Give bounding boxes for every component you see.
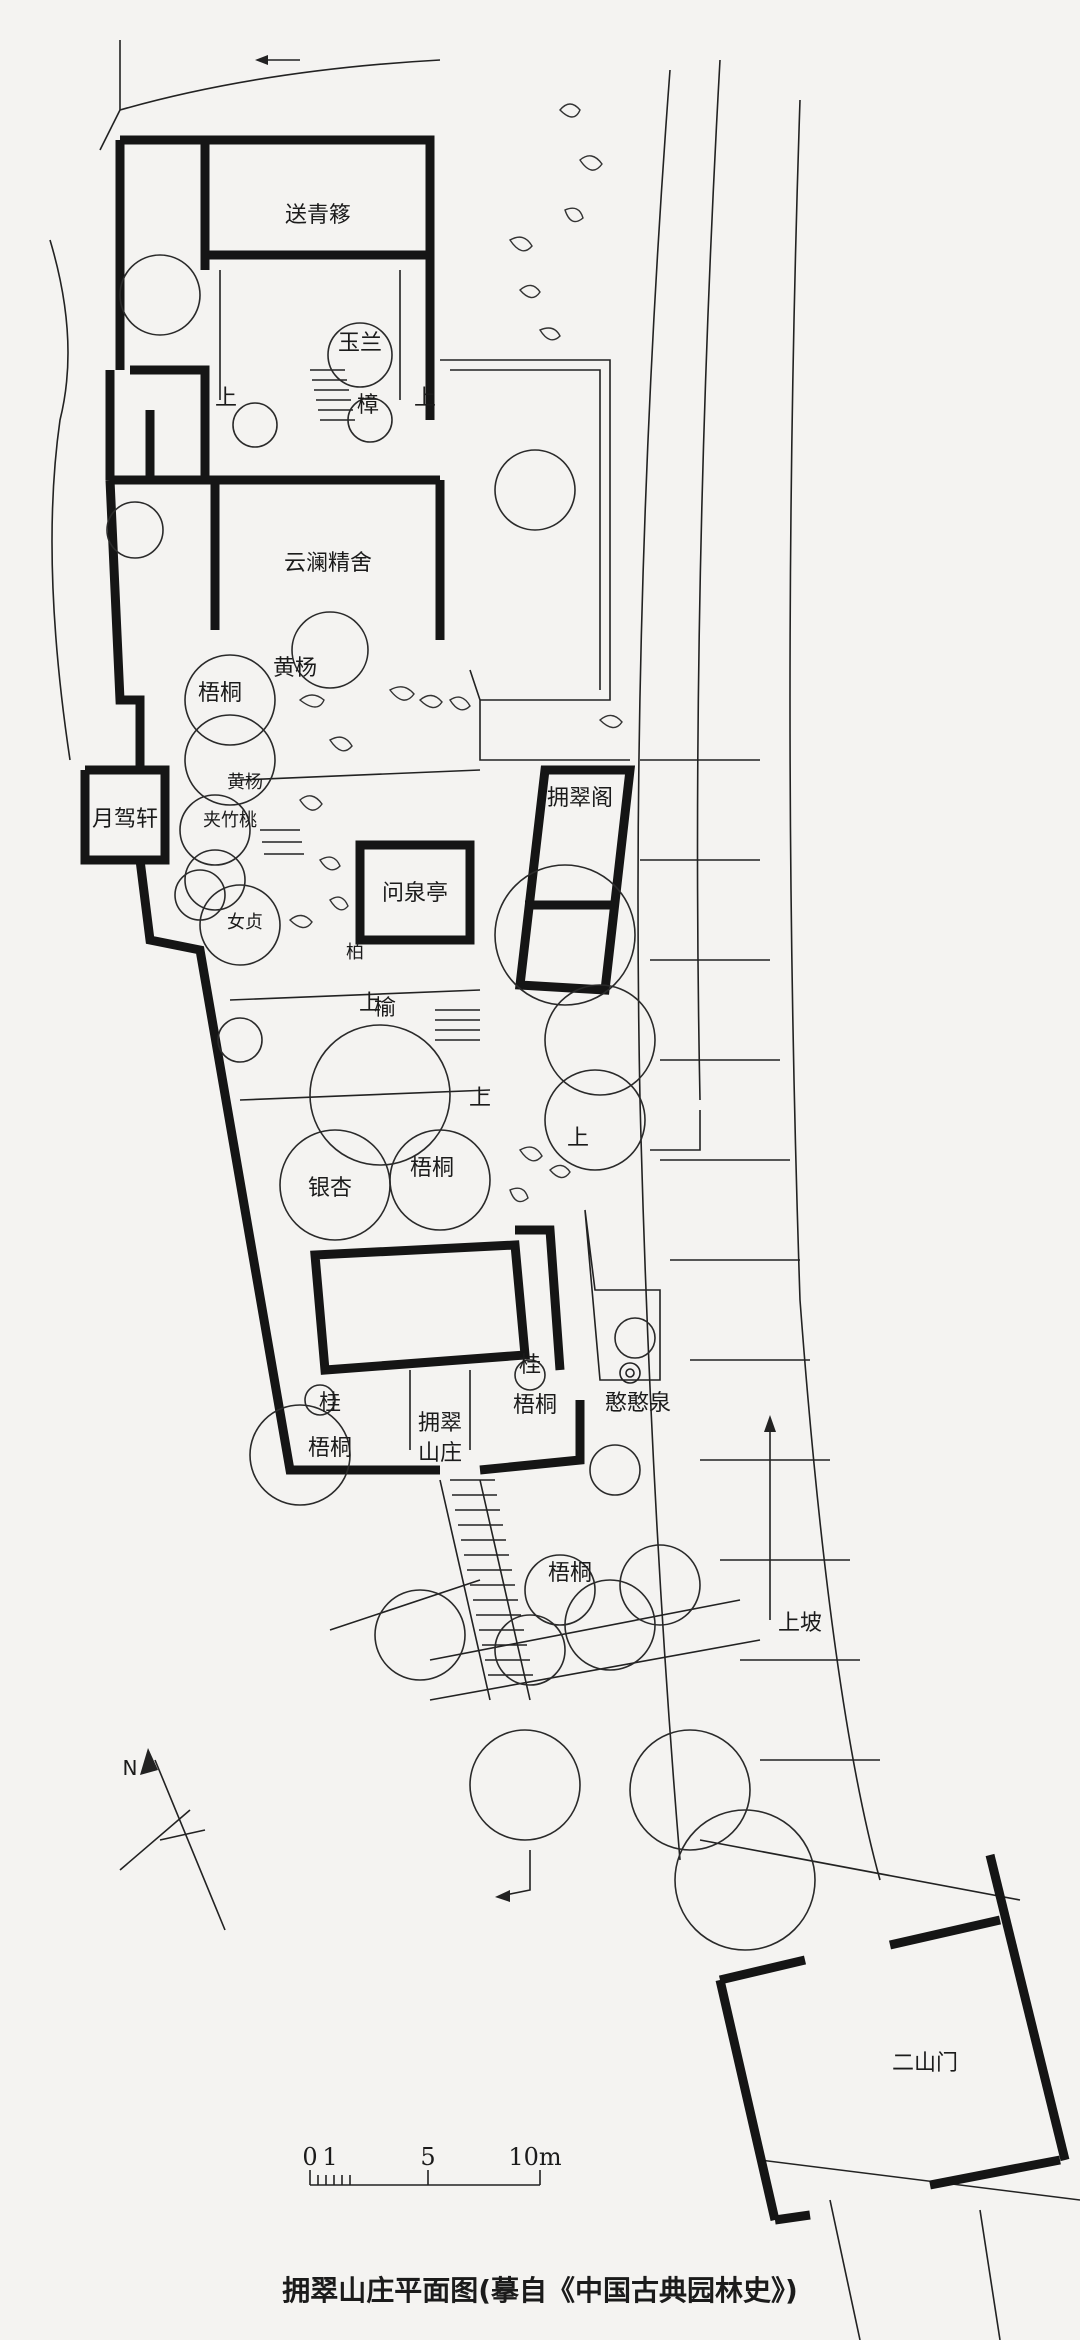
- label-huangyang-1: 黄杨: [273, 656, 317, 681]
- figure-caption: 拥翠山庄平面图(摹自《中国古典园林史》): [282, 2274, 798, 2307]
- label-wutong-4: 梧桐: [513, 1393, 557, 1418]
- tree: [469, 1729, 581, 1841]
- tree: [629, 1729, 751, 1851]
- scale-tick-1: 1: [322, 2143, 337, 2171]
- label-gui-2: 桂: [519, 1353, 541, 1378]
- tree: [347, 397, 393, 443]
- tree: [327, 322, 393, 388]
- tree: [232, 402, 278, 448]
- rockery: [288, 103, 623, 1203]
- label-gui-1: 桂: [319, 1391, 341, 1416]
- label-shang-3: 上: [359, 991, 381, 1016]
- tree: [374, 1589, 466, 1681]
- label-huangyang-2: 黄杨: [227, 772, 263, 793]
- label-yongcui-shanzhuang-2: 山庄: [418, 1441, 462, 1466]
- tree: [514, 1359, 546, 1391]
- terraces: [219, 270, 661, 1701]
- tree: [494, 449, 576, 531]
- label-yongcui-shanzhuang-1: 拥翠: [418, 1411, 462, 1436]
- label-wutong-3: 梧桐: [308, 1436, 352, 1461]
- label-yinxing: 银杏: [308, 1176, 352, 1201]
- tree: [589, 1444, 641, 1496]
- north-arrow: N: [119, 1748, 226, 1931]
- tree: [494, 1614, 566, 1686]
- tree: [184, 714, 276, 806]
- tree: [174, 869, 226, 921]
- label-ershanmen: 二山门: [892, 2051, 958, 2076]
- north-label: N: [123, 1756, 138, 1780]
- tree: [674, 1809, 816, 1951]
- tree: [544, 1069, 646, 1171]
- scale-tick-0: 0: [302, 2143, 317, 2171]
- label-songqingyi: 送青簃: [285, 203, 351, 228]
- label-wutong-1: 梧桐: [198, 681, 242, 706]
- label-yulan: 玉兰: [338, 331, 382, 356]
- tree: [291, 611, 369, 689]
- label-shang-4: 上: [469, 1086, 491, 1111]
- label-shang-5: 上: [567, 1126, 589, 1151]
- tree: [309, 1024, 451, 1166]
- tree: [106, 501, 164, 559]
- tree: [304, 1384, 336, 1416]
- plan-labels: 送青簃 玉兰 樟 上 上 云澜精舍 黄杨 梧桐 黄杨 夹竹桃 月驾轩 女贞 问泉…: [92, 203, 958, 2076]
- label-wutong-2: 梧桐: [410, 1156, 454, 1181]
- arrows: [255, 55, 776, 1902]
- scale-tick-10m: 10m: [508, 2143, 562, 2171]
- label-yuejiaxuan: 月驾轩: [92, 807, 158, 832]
- label-nuzhen: 女贞: [227, 912, 263, 933]
- tree: [184, 849, 246, 911]
- tree: [119, 254, 201, 336]
- tree: [494, 864, 636, 1006]
- tree: [249, 1404, 351, 1506]
- trees: [106, 254, 816, 1951]
- tree: [199, 884, 281, 966]
- label-bai: 柏: [346, 942, 364, 963]
- tree: [544, 984, 656, 1096]
- tree: [524, 1554, 596, 1626]
- label-jiazhutao: 夹竹桃: [203, 810, 257, 831]
- label-shang-1: 上: [215, 386, 237, 411]
- scale-bar: 0 1 5 10m: [302, 2143, 562, 2186]
- label-yunlan-jingshe: 云澜精舍: [284, 551, 372, 576]
- tree: [184, 654, 276, 746]
- tree: [179, 794, 251, 866]
- tree: [614, 1317, 656, 1359]
- label-wenquan-ting: 问泉亭: [382, 881, 448, 906]
- label-shang-2: 上: [414, 386, 436, 411]
- tree: [389, 1129, 491, 1231]
- hanhan-spring-well: [619, 1362, 641, 1384]
- label-hanhan-quan: 憨憨泉: [605, 1391, 671, 1416]
- scale-tick-5: 5: [420, 2143, 435, 2171]
- building-walls: [80, 135, 1070, 2225]
- site-lines: [49, 40, 1080, 2340]
- label-wutong-5: 梧桐: [548, 1561, 592, 1586]
- label-yu: 榆: [374, 996, 396, 1021]
- label-shangpo: 上坡: [778, 1611, 822, 1636]
- label-zhang: 樟: [357, 393, 379, 418]
- tree: [619, 1544, 701, 1626]
- label-yongcui-ge: 拥翠阁: [547, 786, 613, 811]
- tree: [217, 1017, 263, 1063]
